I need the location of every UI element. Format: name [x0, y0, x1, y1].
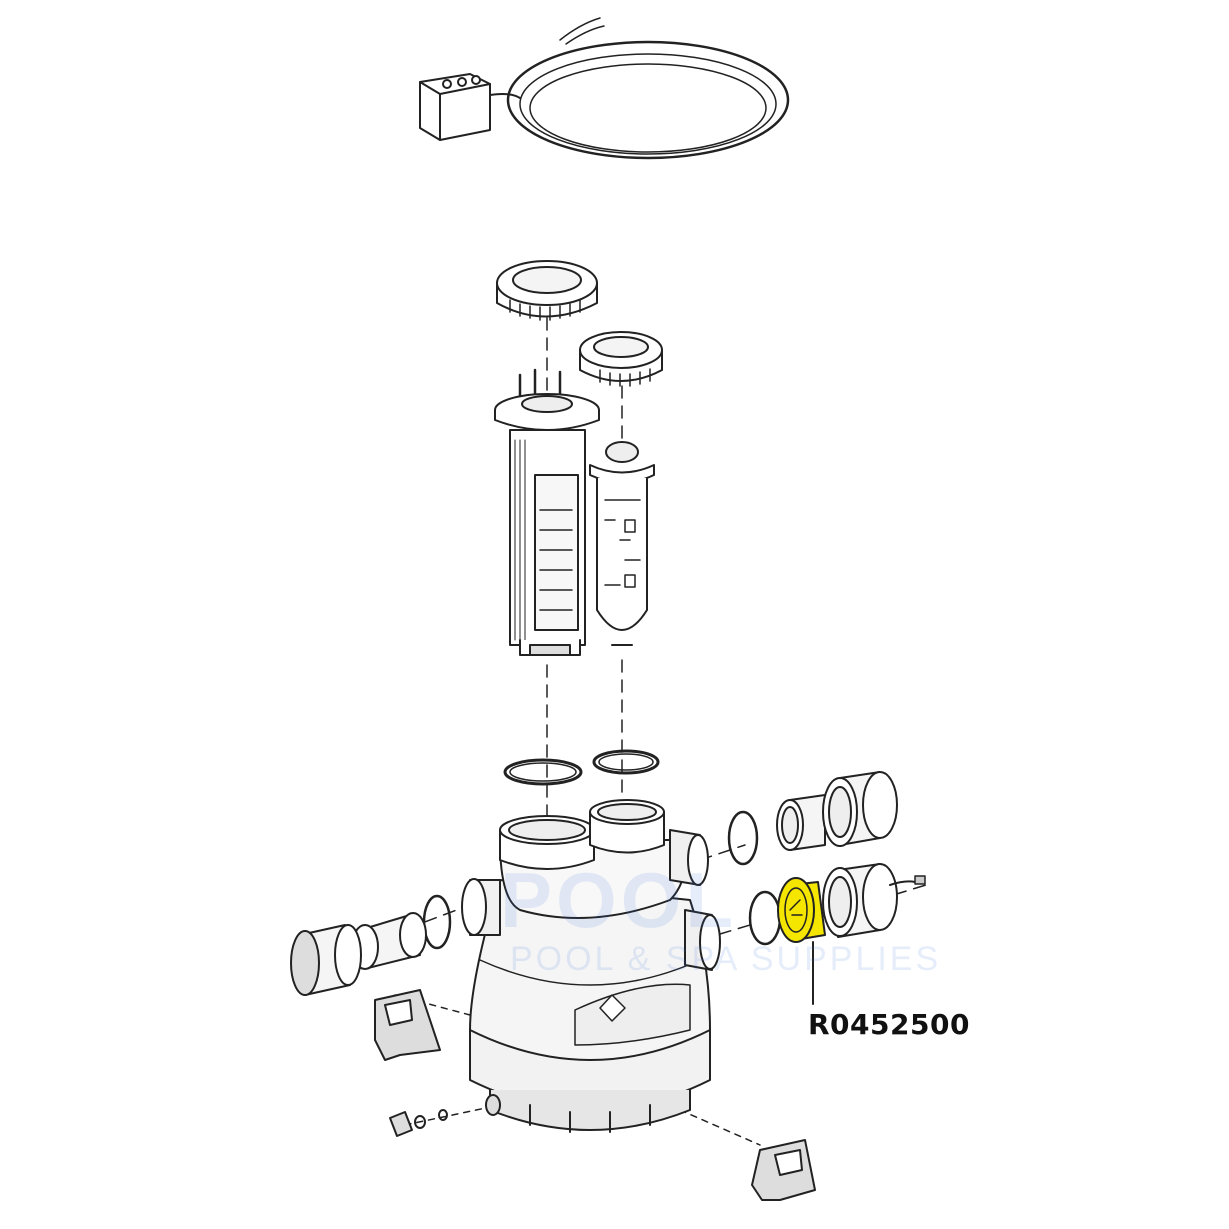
cell-cap-large	[496, 260, 598, 321]
mounting-clip-bottom	[751, 1139, 816, 1201]
mounting-clip-left	[374, 989, 441, 1061]
cell-housing-body	[461, 799, 721, 1133]
part-number-label: R0452500	[808, 1008, 970, 1041]
probe-cartridge	[589, 441, 655, 646]
union-set-upper-right	[727, 771, 898, 866]
highlighted-part-r0452500	[748, 877, 826, 946]
cable-assembly	[419, 17, 790, 160]
o-rings-top	[503, 749, 660, 786]
probe-cap-small	[579, 331, 663, 387]
union-nut-lower-right	[822, 863, 926, 938]
union-set-left	[290, 894, 452, 996]
drain-plug	[389, 1109, 448, 1137]
electrolysis-cell	[494, 368, 600, 656]
